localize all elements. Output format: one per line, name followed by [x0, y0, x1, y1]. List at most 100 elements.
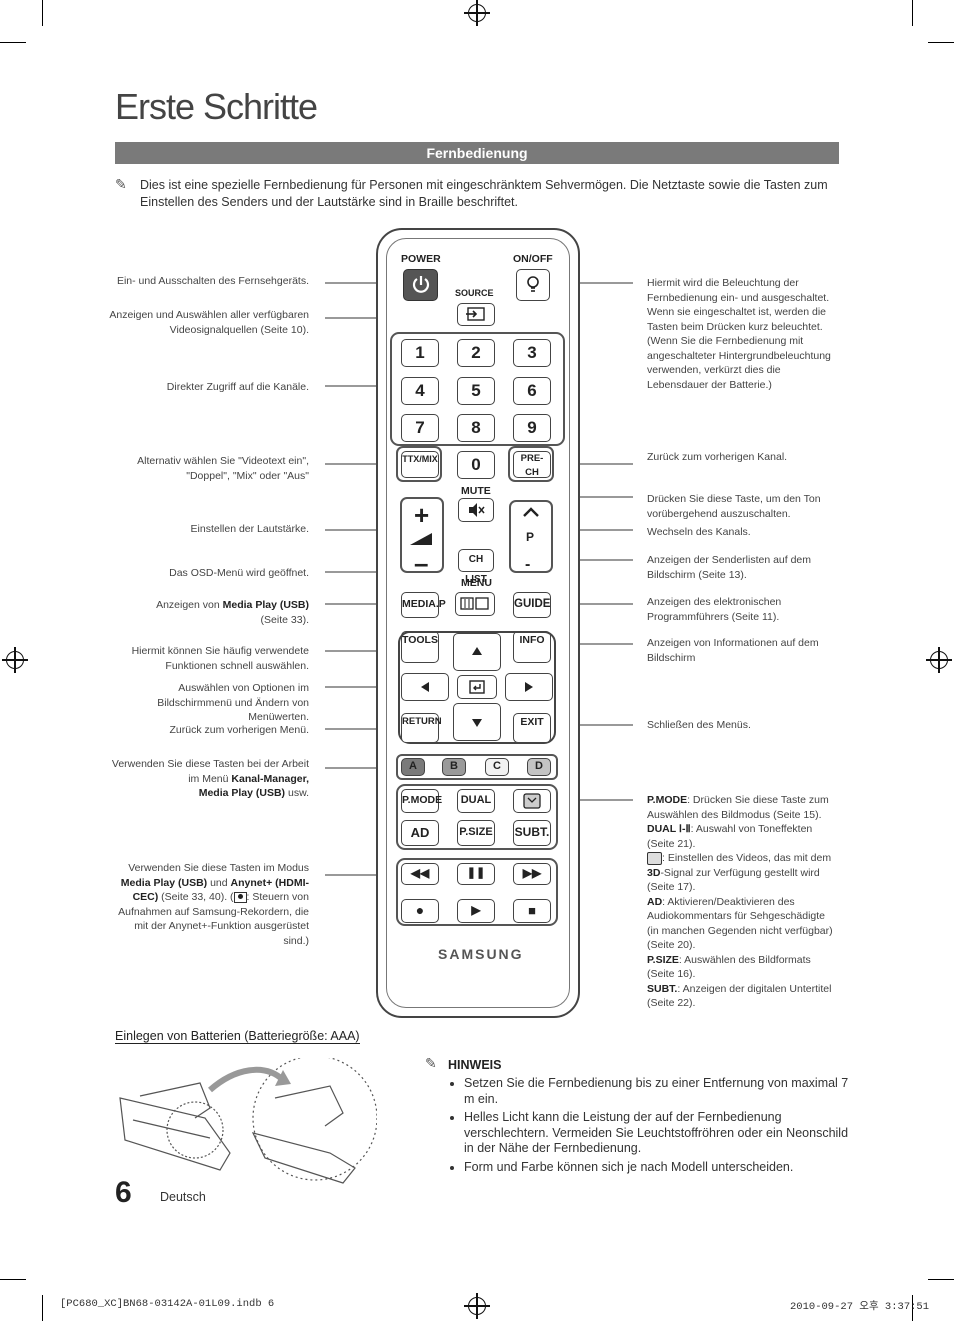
label-playback: Verwenden Sie diese Tasten im Modus Medi…	[109, 861, 309, 948]
power-button[interactable]	[403, 269, 438, 301]
registration-mark-icon	[2, 647, 28, 673]
label-exit: Schließen des Menüs.	[647, 719, 751, 731]
menu-button[interactable]	[455, 592, 495, 616]
label-color-bold1: Kanal-Manager,	[231, 772, 309, 785]
exit-button[interactable]: EXIT	[513, 713, 551, 743]
channel-rocker[interactable]	[509, 500, 553, 573]
battery-title: Einlegen von Batterien (Batteriegröße: A…	[115, 1029, 360, 1044]
media-p-button[interactable]: MEDIA.P	[401, 592, 446, 618]
number-key-0[interactable]: 0	[457, 451, 495, 479]
label-mediaplay-bold: Media Play (USB)	[222, 599, 309, 611]
guide-button[interactable]: GUIDE	[513, 592, 551, 618]
stop-button[interactable]: ■	[513, 899, 551, 923]
play-button[interactable]: ▶	[457, 899, 495, 923]
menu-icon	[460, 597, 489, 610]
threed-icon	[523, 793, 541, 809]
label-subt: : Anzeigen der digitalen Untertitel (Sei…	[647, 982, 832, 1010]
label-threed-bold: 3D	[647, 866, 661, 879]
p-size-button[interactable]: P.SIZE	[457, 820, 495, 846]
crop-mark	[912, 0, 913, 26]
nav-left-button[interactable]	[401, 673, 449, 701]
label-tools: Hiermit können Sie häufig verwendete Fun…	[131, 645, 309, 672]
label-source: Anzeigen und Auswählen aller verfügbaren…	[109, 309, 309, 336]
subt-button[interactable]: SUBT.	[513, 820, 551, 846]
label-psize-bold: P.SIZE	[647, 953, 679, 966]
source-caption: SOURCE	[455, 288, 494, 298]
volume-down-icon: –	[414, 548, 429, 578]
ad-button[interactable]: AD	[401, 820, 439, 846]
arrow-right-icon	[525, 682, 533, 692]
footer-file: [PC680_XC]BN68-03142A-01L09.indb 6	[60, 1298, 275, 1310]
label-ad-bold: AD	[647, 895, 663, 908]
onoff-caption: ON/OFF	[513, 253, 553, 265]
pre-ch-button[interactable]: PRE-CH	[513, 451, 551, 478]
ch-list-button[interactable]: CH LIST	[458, 549, 494, 585]
page-language: Deutsch	[160, 1190, 206, 1204]
note-pencil-icon: ✎	[115, 176, 127, 192]
color-key-c[interactable]: C	[485, 758, 509, 776]
label-power: Ein- und Ausschalten des Fernsehgeräts.	[116, 275, 309, 287]
dual-button[interactable]: DUAL	[457, 789, 495, 813]
page-title: Erste Schritte	[115, 86, 318, 127]
number-key-1[interactable]: 1	[401, 339, 439, 367]
registration-mark-icon	[926, 647, 952, 673]
threed-button[interactable]	[513, 789, 551, 813]
number-key-6[interactable]: 6	[513, 377, 551, 405]
label-function-keys: P.MODE: Drücken Sie diese Taste zum Ausw…	[647, 793, 837, 1011]
nav-right-button[interactable]	[505, 673, 553, 701]
label-psize: : Auswählen des Bildformats (Seite 16).	[647, 953, 811, 981]
label-dual: : Auswahl von Toneffekten (Seite 21).	[647, 823, 813, 850]
label-playback-4: (	[230, 891, 234, 903]
pause-button[interactable]: ❚❚	[457, 863, 495, 885]
number-key-3[interactable]: 3	[513, 339, 551, 367]
label-color-pre: Verwenden Sie diese Tasten bei der Arbei…	[111, 758, 309, 785]
note-item: Form und Farbe können sich je nach Model…	[464, 1160, 859, 1176]
mute-button[interactable]	[458, 498, 494, 522]
record-button[interactable]: ●	[401, 899, 439, 923]
label-playback-1: Verwenden Sie diese Tasten im Modus	[128, 862, 309, 874]
power-caption: POWER	[401, 253, 441, 265]
p-mode-button[interactable]: P.MODE	[401, 789, 442, 813]
onoff-button[interactable]	[516, 269, 550, 301]
label-pmode: : Drücken Sie diese Taste zum Auswählen …	[647, 794, 829, 821]
number-key-5[interactable]: 5	[457, 377, 495, 405]
enter-button[interactable]	[457, 675, 497, 699]
enter-icon	[469, 680, 485, 694]
number-key-2[interactable]: 2	[457, 339, 495, 367]
source-button[interactable]	[457, 303, 495, 326]
fast-forward-button[interactable]: ▶▶	[513, 863, 551, 885]
label-playback-3: (Seite 33, 40).	[161, 891, 228, 903]
label-pmode-bold: P.MODE	[647, 794, 688, 806]
label-guide: Anzeigen des elektronischen Programmführ…	[647, 596, 782, 623]
prech-group	[508, 446, 554, 482]
number-key-9[interactable]: 9	[513, 414, 551, 442]
label-color-keys: Verwenden Sie diese Tasten bei der Arbei…	[109, 757, 309, 801]
color-key-a[interactable]: A	[401, 758, 425, 776]
color-key-d[interactable]: D	[527, 758, 551, 776]
note-item: Helles Licht kann die Leistung der auf d…	[464, 1110, 859, 1157]
intro-text: Dies ist eine spezielle Fernbedienung fü…	[140, 178, 828, 209]
section-title: Fernbedienung	[115, 142, 839, 164]
color-key-b[interactable]: B	[442, 758, 466, 776]
record-icon	[233, 891, 247, 903]
ttx-mix-button[interactable]: TTX/MIX	[401, 451, 439, 478]
label-playback-b1: Media Play (USB)	[120, 876, 208, 889]
function-keys-group	[396, 784, 558, 850]
footer-date: 2010-09-27 오후 3:37:51	[790, 1301, 930, 1313]
volume-rocker[interactable]	[400, 497, 444, 573]
number-key-8[interactable]: 8	[457, 414, 495, 442]
number-key-4[interactable]: 4	[401, 377, 439, 405]
nav-down-button[interactable]	[453, 703, 501, 741]
number-key-7[interactable]: 7	[401, 414, 439, 442]
playback-keys-group	[396, 858, 558, 926]
label-mute: Drücken Sie diese Taste, um den Ton vorü…	[647, 493, 821, 520]
return-button[interactable]: RETURN	[401, 713, 442, 743]
nav-up-button[interactable]	[453, 633, 501, 671]
remote-control-face	[386, 238, 570, 1008]
rewind-button[interactable]: ◀◀	[401, 863, 439, 885]
note-item: Setzen Sie die Fernbedienung bis zu eine…	[464, 1076, 859, 1107]
label-osd: Das OSD-Menü wird geöffnet.	[169, 567, 309, 579]
label-mediaplay-post: (Seite 33).	[260, 613, 309, 626]
crop-mark	[928, 1279, 954, 1280]
note-pencil-icon: ✎	[425, 1055, 437, 1071]
